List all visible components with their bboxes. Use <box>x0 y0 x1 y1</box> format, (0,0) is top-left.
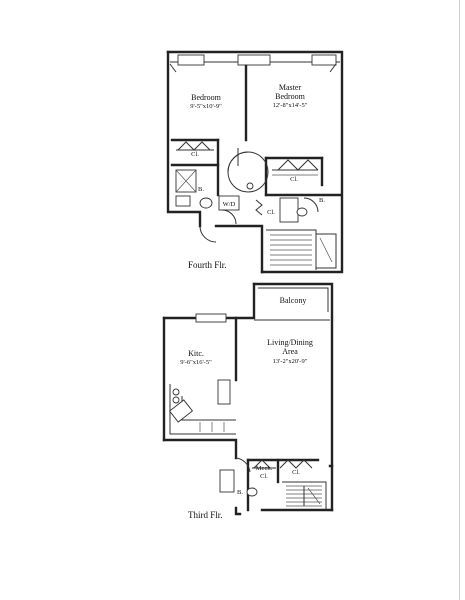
bath-label-1: B. <box>198 186 204 193</box>
sink-left <box>175 195 191 207</box>
living-dining-dims: 13'-2"x20'-9" <box>273 358 308 365</box>
kitchen-sink <box>168 399 194 423</box>
window-master-2 <box>311 54 337 66</box>
living-dining-label-2: Area <box>282 347 298 356</box>
bath-label-2: B. <box>319 197 325 204</box>
hall-fixture <box>246 182 254 190</box>
kitchen-island <box>217 379 231 405</box>
bedroom-dims: 9'-5"x10'-9" <box>190 103 222 110</box>
closet-label-3: Cl. <box>267 209 275 216</box>
closet-label-1: Cl. <box>191 151 199 158</box>
third-floor-caption: Third Flr. <box>188 510 223 520</box>
toilet-third <box>246 487 258 497</box>
washer-dryer <box>218 195 240 211</box>
window-kitchen <box>195 313 227 323</box>
closet-label-third: Cl. <box>292 469 300 476</box>
washer-dryer-label: W/D <box>223 201 236 208</box>
window-bedroom <box>177 54 205 66</box>
kitchen-label: Kitc. <box>188 349 204 358</box>
bedroom-label: Bedroom <box>191 93 222 102</box>
kitchen-dims: 9'-6"x16'-5" <box>180 359 212 366</box>
burner-2 <box>172 396 180 404</box>
living-dining-label-1: Living/Dining <box>267 338 313 347</box>
toilet-right <box>296 207 308 217</box>
tub-right <box>279 197 299 223</box>
bath-label-third: B. <box>237 489 243 496</box>
third-floor-plan <box>162 282 334 516</box>
master-bedroom-label-2: Bedroom <box>275 92 306 101</box>
balcony-label: Balcony <box>280 296 307 305</box>
master-bedroom-dims: 12'-8"x14'-5" <box>273 102 308 109</box>
mech-closet-label-2: Cl. <box>260 473 268 480</box>
mech-closet-label-1: Mech. <box>256 465 273 472</box>
master-bedroom-label-1: Master <box>279 83 302 92</box>
page-edge-line <box>459 0 460 600</box>
vanity <box>219 469 235 493</box>
fourth-floor-plan <box>166 50 344 274</box>
closet-label-2: Cl. <box>290 176 298 183</box>
toilet-left <box>199 197 213 209</box>
burner-1 <box>172 388 180 396</box>
fourth-floor-caption: Fourth Flr. <box>188 260 227 270</box>
window-master <box>237 54 271 66</box>
